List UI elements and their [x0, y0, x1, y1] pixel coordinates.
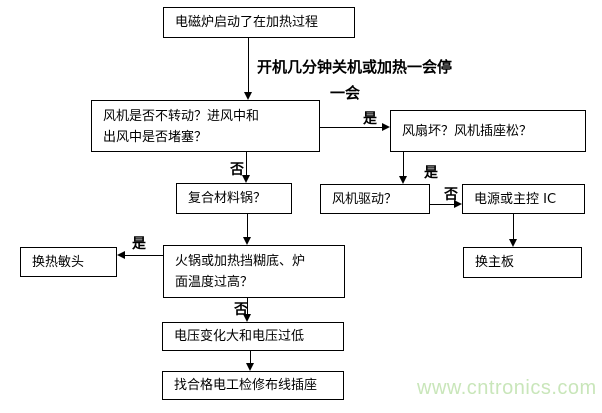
node-replace-board: 换主板	[463, 247, 582, 278]
node-power-ic: 电源或主控 IC	[462, 184, 585, 214]
annotation-line1: 开机几分钟关机或加热一会停	[257, 58, 453, 76]
connector-fanq-fanbad-line	[320, 127, 382, 128]
connector-start-fanq-line	[248, 38, 249, 92]
label-no-hotpot: 否	[234, 302, 248, 318]
connector-hotpot-sensor-line	[124, 255, 163, 256]
arrowhead-down-icon	[243, 237, 251, 245]
node-fan-drive-label: 风机驱动？	[332, 191, 398, 207]
node-fan-drive: 风机驱动？	[320, 184, 430, 214]
arrowhead-down-icon	[242, 175, 250, 183]
arrowhead-right-icon	[454, 200, 462, 208]
arrowhead-right-icon	[382, 123, 390, 131]
connector-composite-hotpot-line	[247, 214, 248, 238]
node-replace-sensor-label: 换热敏头	[32, 254, 85, 270]
node-composite-pot: 复合材料锅？	[176, 183, 292, 214]
label-no-fandrive: 否	[444, 187, 458, 203]
node-electrician: 找合格电工检修布线插座	[162, 371, 344, 400]
arrowhead-down-icon	[509, 239, 517, 247]
node-overheat-line1: 火锅或加热挡糊底、炉	[175, 254, 306, 269]
node-replace-sensor: 换热敏头	[20, 247, 117, 277]
arrowhead-down-icon	[246, 363, 254, 371]
arrowhead-down-icon	[243, 314, 251, 322]
node-power-ic-label: 电源或主控 IC	[474, 191, 557, 207]
annotation-line2: 一会	[330, 84, 361, 102]
node-voltage-label: 电压变化大和电压过低	[174, 329, 305, 344]
connector-fanq-composite-line	[246, 152, 247, 176]
arrowhead-left-icon	[117, 251, 125, 259]
label-yes-fanbad: 是	[424, 165, 438, 181]
label-yes-hotpot: 是	[132, 236, 146, 252]
node-overheat: 火锅或加热挡糊底、炉 面温度过高？	[163, 245, 345, 298]
arrowhead-down-icon	[244, 92, 252, 100]
node-fan-question-line2: 出风中是否堵塞？	[103, 130, 208, 145]
node-replace-board-label: 换主板	[475, 255, 515, 270]
node-composite-pot-label: 复合材料锅？	[188, 191, 267, 206]
connector-poweric-board-line	[513, 214, 514, 240]
node-overheat-line2: 面温度过高？	[175, 275, 254, 290]
node-fan-broken: 风扇坏？风机插座松？	[390, 110, 586, 152]
connector-voltage-elec-line	[250, 351, 251, 364]
node-fan-question-line1: 风机是否不转动？进风中和	[103, 109, 260, 124]
node-start-label: 电磁炉启动了在加热过程	[175, 15, 319, 30]
node-fan-broken-label: 风扇坏？风机插座松？	[402, 123, 533, 139]
connector-fanbad-fandrive-line	[403, 152, 404, 177]
node-start: 电磁炉启动了在加热过程	[163, 7, 355, 38]
node-fan-question: 风机是否不转动？进风中和 出风中是否堵塞？	[91, 100, 320, 152]
node-electrician-label: 找合格电工检修布线插座	[174, 378, 318, 393]
connector-fandrive-poweric-line	[430, 204, 455, 205]
arrowhead-down-icon	[399, 176, 407, 184]
label-yes-fanq: 是	[363, 111, 377, 127]
node-voltage: 电压变化大和电压过低	[162, 322, 344, 351]
label-no-fanq: 否	[230, 162, 244, 178]
connector-hotpot-voltage-line	[247, 298, 248, 315]
site-watermark: www.cntronics.com	[417, 377, 597, 399]
